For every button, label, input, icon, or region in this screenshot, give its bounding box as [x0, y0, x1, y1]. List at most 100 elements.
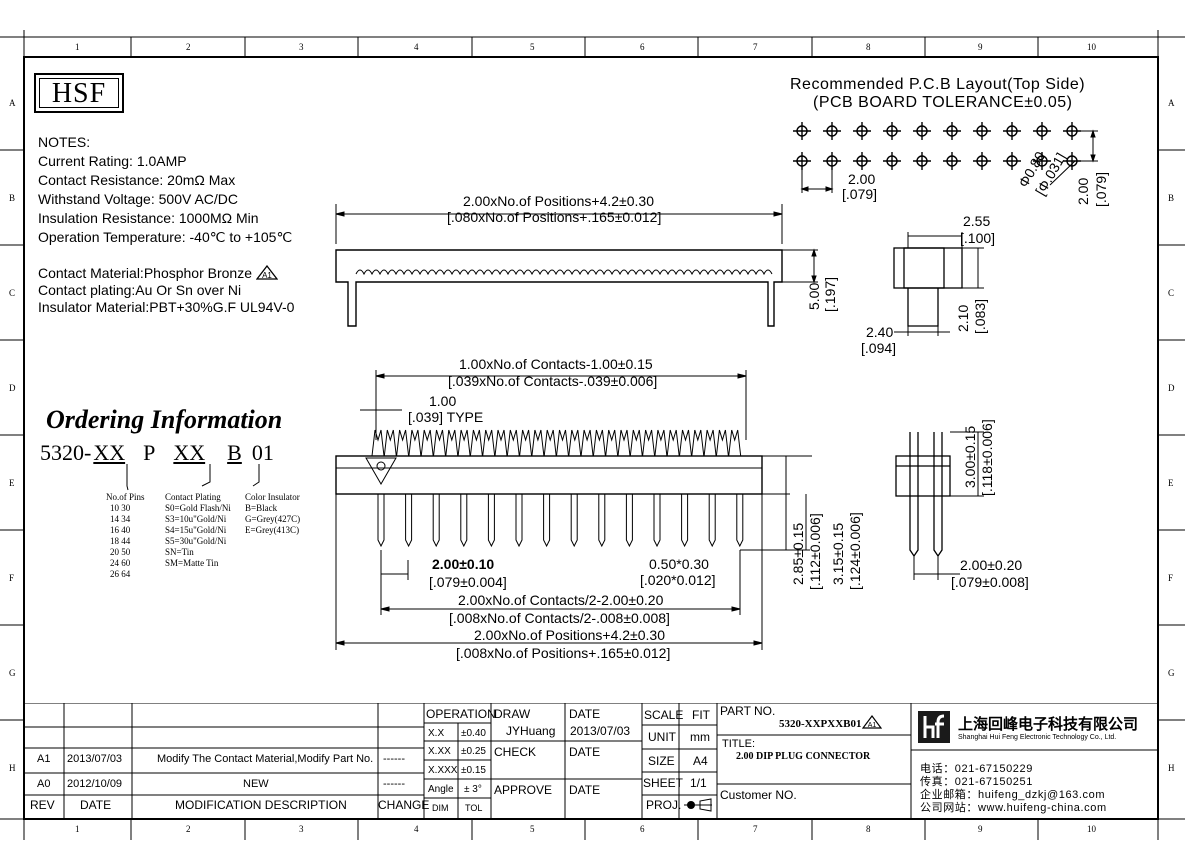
pins-item: 26 64	[110, 569, 131, 579]
contact-tooth	[433, 429, 446, 457]
front-v1-in: [.112±0.006]	[807, 513, 823, 590]
top-view-length-in: [.080xNo.of Positions+.165±0.012]	[447, 209, 662, 225]
grid-row-b: B	[9, 193, 16, 203]
title-block-grid	[24, 703, 1158, 819]
grid-col-6: 6	[640, 824, 645, 834]
contact-tooth	[396, 429, 410, 457]
front-pin-size-in: [.020*0.012]	[640, 572, 716, 588]
color-item: B=Black	[245, 503, 278, 513]
grid-col-2: 2	[186, 42, 191, 52]
notes-heading: NOTES:	[38, 134, 91, 150]
front-span-in: [.008xNo.of Contacts/2-.008±0.008]	[449, 610, 670, 626]
grid-col-1: 1	[75, 42, 80, 52]
front-pin-pitch-in: [.079±0.004]	[429, 574, 507, 590]
company-email: 企业邮箱：huifeng_dzkj@163.com	[920, 789, 1106, 801]
contact-tooth	[580, 429, 594, 457]
contact-tooth	[371, 429, 385, 457]
draw-date: 2013/07/03	[570, 724, 631, 738]
front-contacts-in: [.039xNo.of Contacts-.039±0.006]	[448, 373, 658, 389]
side-height-in: [.083]	[972, 298, 988, 334]
pin	[432, 494, 440, 548]
rev-cell: NEW	[243, 778, 269, 790]
revision-triangle-icon: A1	[862, 715, 882, 729]
rev-mark: A1	[868, 722, 877, 729]
pcb-row-in: [.079]	[1093, 171, 1109, 207]
unit-value: mm	[690, 730, 710, 744]
color-item: G=Grey(427C)	[245, 514, 301, 524]
contact-tooth	[494, 429, 508, 457]
approve-label: APPROVE	[494, 783, 553, 797]
plating-item: S4=15u"Gold/Ni	[165, 525, 227, 535]
pins-item: 18 44	[110, 536, 131, 546]
tol-cell: ±0.15	[461, 765, 486, 776]
grid-col-3: 3	[299, 42, 304, 52]
pins-list: No.of Pins 10 30 14 34 16 40 18 44 20 50…	[106, 492, 145, 580]
contact-tooth	[703, 429, 717, 457]
grid-row-c: C	[1168, 288, 1175, 298]
grid-row-f: F	[1168, 573, 1174, 583]
end-view-drawing	[895, 431, 984, 580]
front-v2: 3.15±0.15	[830, 522, 846, 585]
scale-value: FIT	[692, 708, 710, 722]
grid-col-6: 6	[640, 42, 645, 52]
tol-cell: ±0.40	[461, 728, 486, 739]
rev-cell: 2013/07/03	[67, 753, 123, 765]
contact-tooth	[568, 429, 582, 457]
rev-header: MODIFICATION DESCRIPTION	[175, 798, 347, 812]
ordering-title: Ordering Information	[46, 405, 283, 434]
rev-cell: ------	[383, 778, 405, 790]
company-name-en: Shanghai Hui Feng Electronic Technology …	[958, 734, 1117, 741]
pcb-title: Recommended P.C.B Layout(Top Side)	[790, 76, 1086, 93]
pcb-row: 2.00	[1075, 177, 1091, 205]
drawer-name: JYHuang	[506, 724, 556, 738]
company-name-cn: 上海回峰电子科技有限公司	[958, 716, 1139, 733]
note-line: Insulation Resistance: 1000MΩ Min	[38, 210, 259, 226]
unit-label: UNIT	[648, 730, 676, 744]
contact-tooth	[457, 429, 471, 457]
material-line: Contact plating:Au Or Sn over Ni	[38, 282, 242, 298]
date-label: DATE	[569, 745, 601, 759]
front-pitch: 1.00	[429, 393, 457, 409]
grid-col-7: 7	[753, 42, 758, 52]
check-label: CHECK	[494, 745, 537, 759]
front-pin-pitch: 2.00±0.10	[432, 556, 495, 572]
rev-header: REV	[30, 798, 55, 812]
grid-row-g: G	[1168, 668, 1175, 678]
grid-col-4: 4	[414, 42, 419, 52]
hsf-logo: HSF	[34, 73, 124, 113]
material-line: Contact Material:Phosphor Bronze A1	[38, 264, 294, 282]
top-view-height: 5.00	[806, 282, 822, 310]
grid-row-a: A	[1168, 98, 1175, 108]
color-list: Color Insulator B=Black G=Grey(427C) E=G…	[245, 492, 300, 536]
pin	[405, 494, 413, 548]
grid-col-4: 4	[414, 824, 419, 834]
side-height: 2.10	[955, 304, 971, 332]
size-label: SIZE	[648, 754, 675, 768]
plating-item: S3=10u"Gold/Ni	[165, 514, 227, 524]
grid-col-2: 2	[186, 824, 191, 834]
pins-title: No.of Pins	[106, 492, 145, 502]
grid-row-b: B	[1168, 193, 1175, 203]
tol-cell: ±0.25	[461, 746, 486, 757]
contact-tooth	[715, 429, 729, 457]
end-height: 3.00±0.15	[962, 425, 978, 488]
tol-cell: ± 3°	[464, 784, 482, 795]
rev-mark: A1	[262, 271, 272, 280]
end-height-in: [.118±0.006]	[979, 419, 995, 496]
front-overall: 2.00xNo.of Positions+4.2±0.30	[474, 627, 665, 643]
contact-tooth	[629, 429, 643, 457]
part-no: 5320-XXPXXB01	[779, 718, 862, 730]
grid-row-f: F	[9, 573, 15, 583]
customer-label: Customer NO.	[720, 788, 797, 802]
front-v1: 2.85±0.15	[790, 522, 806, 585]
pins-item: 10 30	[110, 503, 131, 513]
pcb-pitch: 2.00	[848, 171, 876, 187]
rev-cell: Modify The Contact Material,Modify Part …	[157, 753, 374, 765]
sheet-value: 1/1	[690, 776, 707, 790]
company-tel: 电话：021-67150229	[920, 763, 1033, 775]
contact-tooth	[679, 429, 692, 457]
pins-item: 20 50	[110, 547, 131, 557]
tol-cell: Angle	[428, 784, 454, 795]
contact-tooth	[445, 429, 459, 457]
